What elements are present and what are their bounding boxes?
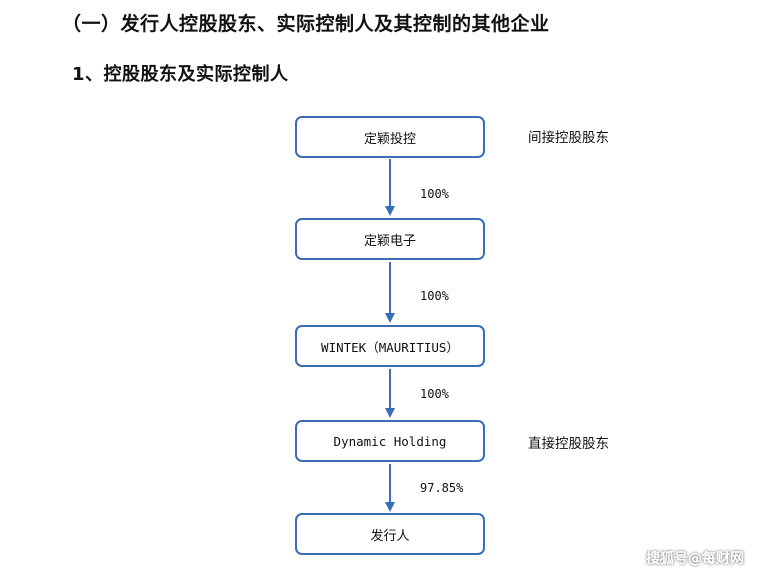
node-dynamic-holding: Dynamic Holding bbox=[295, 420, 485, 462]
node-dingying-holding: 定颖投控 bbox=[295, 116, 485, 158]
edge-label-3: 100% bbox=[420, 387, 449, 401]
edge-label-1: 100% bbox=[420, 187, 449, 201]
node-issuer: 发行人 bbox=[295, 513, 485, 555]
side-note-indirect: 间接控股股东 bbox=[528, 130, 609, 146]
node-dingying-electronics: 定颖电子 bbox=[295, 218, 485, 260]
side-note-direct: 直接控股股东 bbox=[528, 436, 609, 452]
node-wintek-mauritius: WINTEK（MAURITIUS） bbox=[295, 325, 485, 367]
watermark: 搜狐号@每财网 bbox=[646, 551, 744, 567]
section-heading: （一）发行人控股股东、实际控制人及其控制的其他企业 bbox=[62, 13, 550, 35]
edge-label-4: 97.85% bbox=[420, 481, 464, 495]
subsection-heading: 1、控股股东及实际控制人 bbox=[72, 64, 289, 85]
edge-label-2: 100% bbox=[420, 289, 449, 303]
